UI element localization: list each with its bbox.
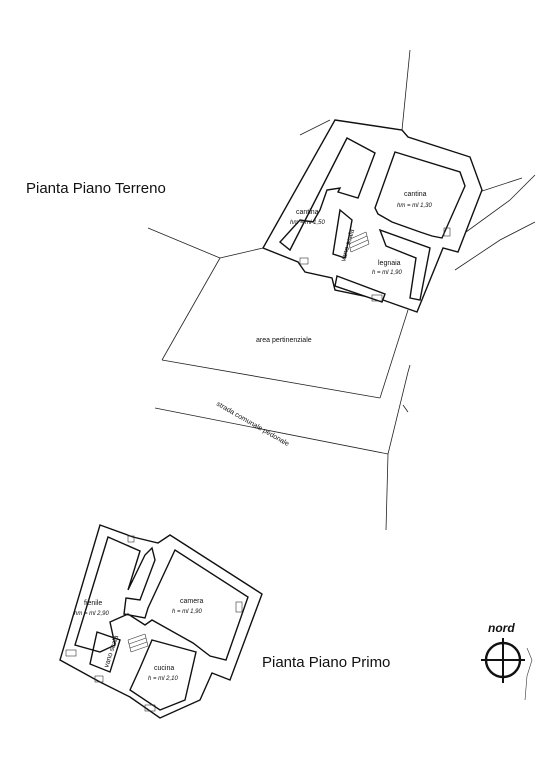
site-line-east-lower: [454, 221, 536, 271]
first-floor-title: Pianta Piano Primo: [262, 654, 391, 671]
first-camera-name: camera: [180, 598, 203, 605]
road-edge-tick: [402, 404, 409, 413]
site-line-west: [147, 227, 221, 259]
area-boundary-east: [379, 309, 409, 399]
ground-floor-title: Pianta Piano Terreno: [26, 180, 166, 197]
ground-cantina-right-name: cantina: [404, 191, 427, 198]
first-door-3: [127, 535, 135, 543]
first-door-1: [94, 675, 104, 683]
ground-cantina-left-name: cantina: [296, 209, 319, 216]
compass-side-line: [524, 647, 533, 701]
area-boundary-south: [161, 359, 381, 399]
site-line-north-east: [401, 49, 411, 131]
ground-floor-south-wall: [334, 275, 386, 303]
ground-floor-legnaia-wall: [378, 228, 431, 301]
road-edge-stub: [407, 364, 411, 373]
ground-legnaia-name: legnaia: [378, 260, 401, 267]
road-edge-east-lower: [385, 453, 389, 531]
ground-floor-plan: cantina hm = ml 1,50 cantina hm = ml 1,3…: [215, 119, 483, 448]
area-boundary-west: [161, 257, 221, 361]
first-door-2: [144, 704, 156, 712]
ground-cantina-right-height: hm = ml 1,30: [397, 203, 433, 209]
site-line-north: [299, 119, 331, 136]
ground-floor-outer-wall: [261, 119, 483, 313]
first-floor-outer-wall: [59, 524, 263, 719]
first-cucina-height: h = ml 2,10: [148, 676, 179, 682]
site-line-east-upper: [454, 174, 536, 241]
first-fienile-height: hm = ml 2,90: [74, 611, 110, 617]
ground-door-2: [371, 294, 383, 302]
first-window-west: [65, 649, 77, 657]
ground-window-east: [443, 227, 451, 237]
ground-floor-stair-wall: [332, 208, 353, 259]
road-edge-north: [154, 407, 389, 455]
ground-door-1: [299, 257, 309, 265]
first-fienile-name: fienile: [84, 600, 102, 607]
compass-label: nord: [488, 621, 515, 635]
road-edge-east: [387, 371, 409, 455]
site-boundary-lines: [147, 49, 536, 531]
north-compass: nord: [481, 621, 533, 701]
ground-staircase: [347, 231, 370, 253]
first-floor-plan: fienile hm = ml 2,90 camera h = ml 1,90 …: [59, 524, 263, 719]
first-staircase: [127, 633, 149, 653]
area-boundary-link: [219, 247, 264, 259]
first-cucina-name: cucina: [154, 665, 174, 672]
first-camera-height: h = ml 1,90: [172, 609, 203, 615]
road-label: strada comunale pedonale: [215, 401, 290, 448]
ground-legnaia-height: h = ml 1,90: [372, 270, 403, 276]
first-window-east: [235, 601, 243, 613]
ground-cantina-left-height: hm = ml 1,50: [290, 220, 326, 226]
area-pertinenziale-label: area pertinenziale: [256, 337, 312, 344]
